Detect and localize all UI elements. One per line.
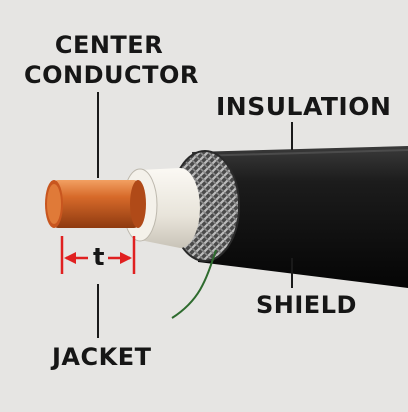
label-dimension-t: t <box>93 243 105 271</box>
dimension-arrow-right-icon <box>120 252 132 264</box>
thickness-dimension <box>60 236 136 274</box>
label-insulation: INSULATION <box>216 92 392 121</box>
label-shield: SHIELD <box>256 291 357 319</box>
label-center-conductor-line1: CENTER <box>54 31 164 59</box>
drain-wire <box>171 249 217 319</box>
label-jacket: JACKET <box>52 343 152 371</box>
jacket <box>192 146 408 288</box>
dimension-arrow-left-icon <box>64 252 76 264</box>
center-conductor <box>45 180 146 228</box>
label-center-conductor-line2: CONDUCTOR <box>24 61 199 89</box>
label-center-conductor: CENTER CONDUCTOR <box>24 30 199 90</box>
